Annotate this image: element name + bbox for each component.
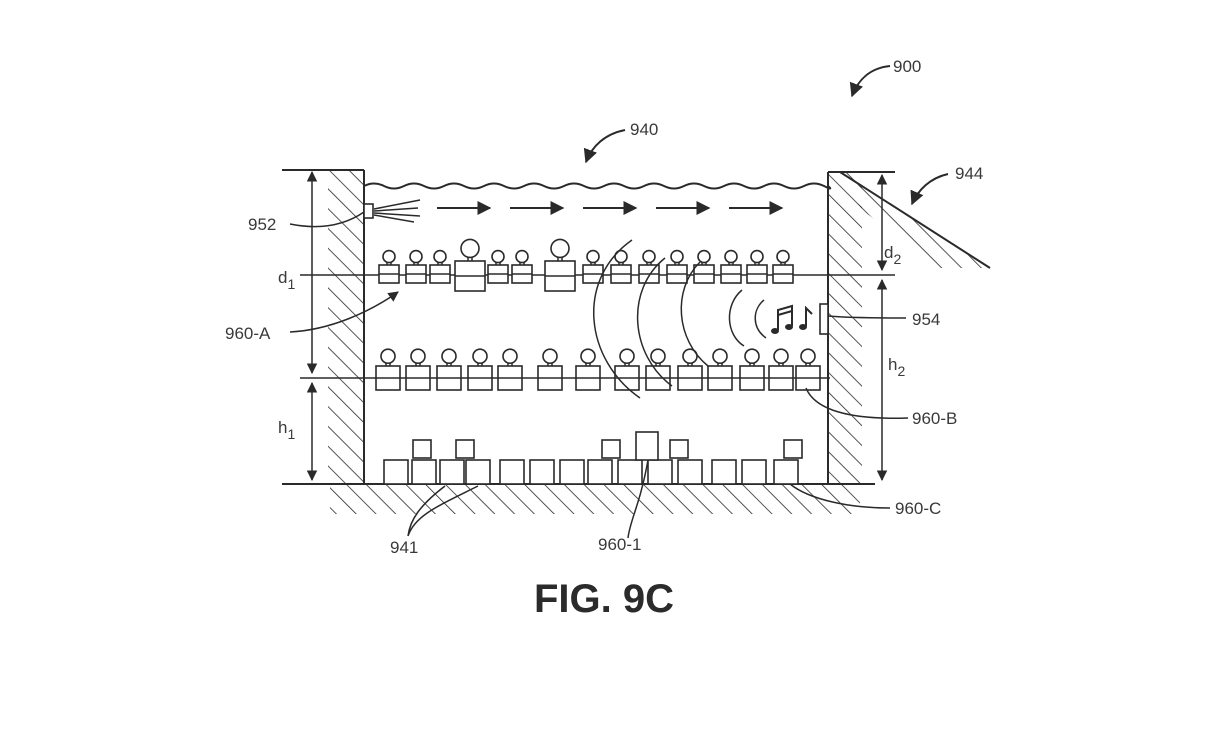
plant-unit: [379, 251, 399, 283]
unit-960-1: [636, 432, 658, 460]
soil-block: [412, 460, 436, 484]
soil-block: [500, 460, 524, 484]
soil-block: [742, 460, 766, 484]
sloped-bank: [840, 172, 990, 268]
soil-block: [712, 460, 736, 484]
soil-block: [648, 460, 672, 484]
label-h2: h2: [888, 355, 905, 379]
plant-unit: [406, 349, 430, 390]
stacked-block: [670, 440, 688, 458]
plant-unit: [576, 349, 600, 390]
plant-unit: [678, 349, 702, 390]
soil-block: [440, 460, 464, 484]
label-h1: h1: [278, 418, 295, 442]
plant-unit: [615, 349, 639, 390]
ground: [282, 484, 875, 514]
arrow-940: [586, 130, 625, 162]
plant-unit: [498, 349, 522, 390]
label-960-b: 960-B: [912, 409, 957, 428]
speaker: [820, 304, 828, 334]
label-960-1: 960-1: [598, 535, 641, 554]
plant-unit: [545, 239, 575, 291]
plant-unit: [512, 251, 532, 283]
music-notes-icon: [771, 306, 812, 334]
plant-unit: [468, 349, 492, 390]
plant-unit: [694, 251, 714, 283]
plant-unit: [430, 251, 450, 283]
plant-unit: [708, 349, 732, 390]
arrow-944: [912, 174, 948, 204]
plant-unit: [740, 349, 764, 390]
sprinkler-icon: [364, 200, 420, 222]
level-b-units: [376, 349, 820, 390]
plant-unit: [796, 349, 820, 390]
soil-block: [560, 460, 584, 484]
plant-unit: [747, 251, 767, 283]
label-d2: d2: [884, 243, 901, 267]
plant-unit: [773, 251, 793, 283]
water-surface: [364, 184, 830, 189]
soil-block: [678, 460, 702, 484]
soil-block: [618, 460, 642, 484]
label-960-a: 960-A: [225, 324, 271, 343]
stacked-block: [602, 440, 620, 458]
level-a-units: [379, 239, 793, 291]
label-d1: d1: [278, 268, 295, 292]
stacked-block: [413, 440, 431, 458]
stacked-block: [456, 440, 474, 458]
plant-unit: [455, 239, 485, 291]
plant-unit: [646, 349, 670, 390]
plant-unit: [376, 349, 400, 390]
plant-unit: [721, 251, 741, 283]
soil-block: [530, 460, 554, 484]
label-944: 944: [955, 164, 983, 183]
label-952: 952: [248, 215, 276, 234]
arrow-900: [852, 66, 890, 96]
stacked-block: [784, 440, 802, 458]
plant-unit: [488, 251, 508, 283]
plant-unit: [538, 349, 562, 390]
plant-unit: [437, 349, 461, 390]
soil-block: [384, 460, 408, 484]
label-941: 941: [390, 538, 418, 557]
plant-unit: [667, 251, 687, 283]
label-900: 900: [893, 57, 921, 76]
label-940: 940: [630, 120, 658, 139]
label-954: 954: [912, 310, 940, 329]
label-960-c: 960-C: [895, 499, 941, 518]
soil-block: [774, 460, 798, 484]
figure-title: FIG. 9C: [534, 577, 674, 621]
level-c-blocks: [384, 432, 802, 484]
plant-unit: [769, 349, 793, 390]
plant-unit: [406, 251, 426, 283]
soil-block: [588, 460, 612, 484]
soil-block: [466, 460, 490, 484]
